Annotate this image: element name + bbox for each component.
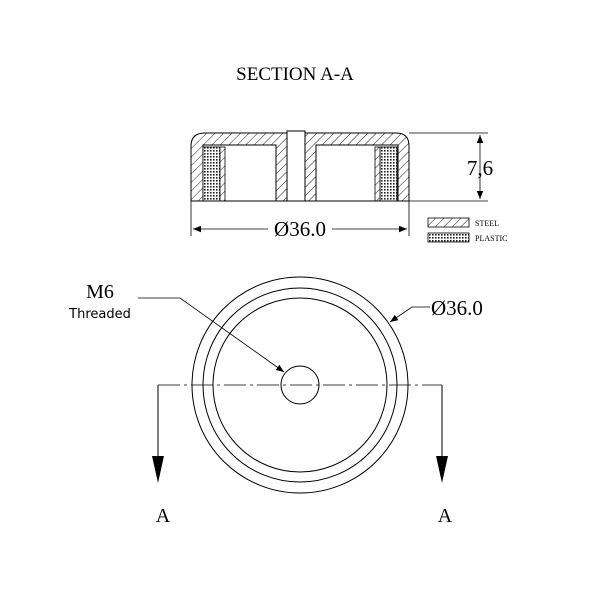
thread-note: Threaded xyxy=(68,307,131,322)
section-cut-line: A A xyxy=(152,384,453,527)
material-legend: STEEL PLASTIC xyxy=(427,217,507,243)
section-mark-right: A xyxy=(438,505,453,527)
plastic-insert-right xyxy=(379,146,398,202)
section-view xyxy=(190,130,410,202)
plastic-insert-left xyxy=(202,146,221,202)
legend-item-steel: STEEL xyxy=(427,217,499,228)
steel-sleeve-right xyxy=(374,146,381,202)
height-dimension: 7,6 xyxy=(409,132,493,202)
steel-swatch xyxy=(427,217,470,228)
plan-diameter-value: Ø36.0 xyxy=(431,296,483,320)
steel-sleeve-left xyxy=(219,146,226,202)
thread-leader-line xyxy=(138,297,285,373)
diameter-leader-line xyxy=(389,306,430,323)
section-title: SECTION A-A xyxy=(236,64,354,85)
plastic-swatch xyxy=(427,232,470,243)
section-diameter-dimension: Ø36.0 xyxy=(190,201,410,241)
center-bore xyxy=(286,130,306,202)
section-arrow-right xyxy=(436,456,448,483)
section-arrow-left xyxy=(152,456,164,483)
height-value: 7,6 xyxy=(467,156,493,180)
section-diameter-value: Ø36.0 xyxy=(274,217,326,241)
section-mark-left: A xyxy=(156,505,171,527)
legend-plastic-label: PLASTIC xyxy=(475,234,507,243)
thread-callout: M6 Threaded xyxy=(68,281,285,373)
legend-steel-label: STEEL xyxy=(475,219,499,228)
plan-diameter-callout: Ø36.0 xyxy=(389,296,483,323)
legend-item-plastic: PLASTIC xyxy=(427,232,507,243)
thread-size: M6 xyxy=(86,281,114,303)
